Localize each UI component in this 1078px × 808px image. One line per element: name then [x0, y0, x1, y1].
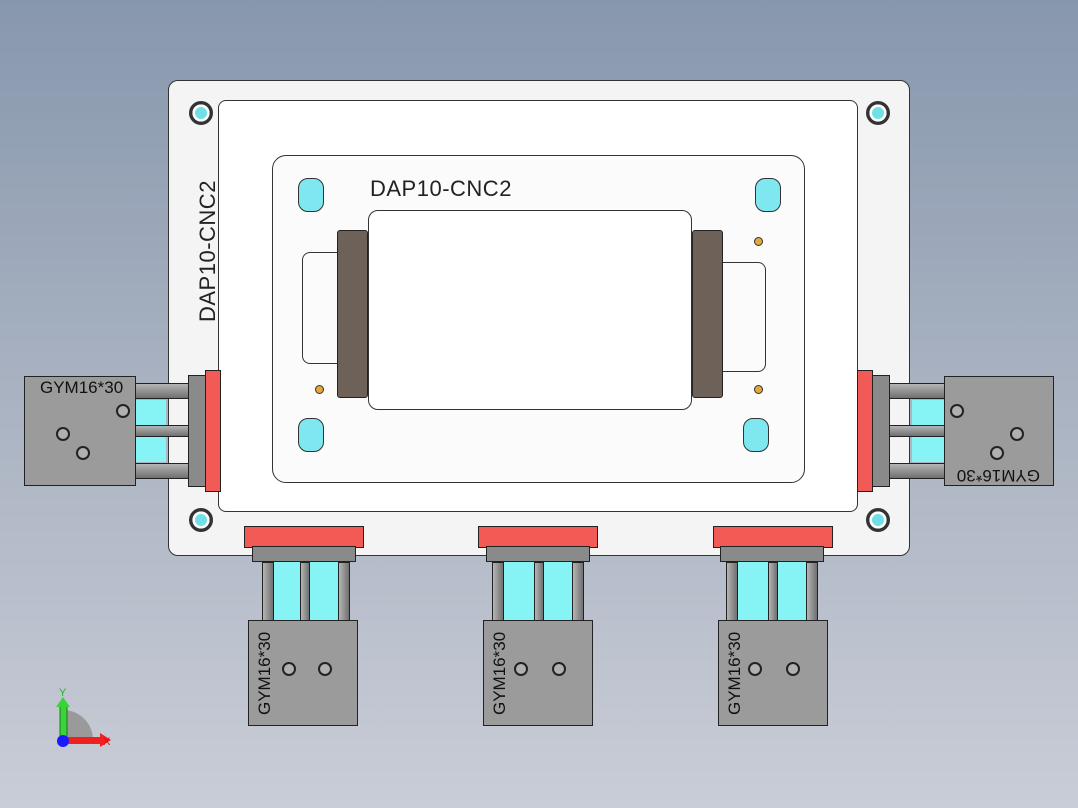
- screw-icon: [56, 427, 70, 441]
- bottom-cylinder-label: GYM16*30: [255, 631, 274, 715]
- y-axis-arrow: [59, 704, 68, 741]
- flange-plate: [857, 370, 873, 492]
- locating-pin-icon: [315, 385, 324, 394]
- bottom-cylinder-label: GYM16*30: [725, 631, 744, 715]
- x-axis-label: X: [103, 736, 111, 748]
- clamp-pad: [298, 418, 324, 452]
- left-pocket: [302, 252, 368, 364]
- screw-icon: [76, 446, 90, 460]
- left-cylinder-body: [24, 376, 136, 486]
- screw-icon: [950, 404, 964, 418]
- triad-quadrant: [63, 710, 93, 740]
- cylinder-flange: [188, 375, 206, 487]
- x-arrow-head-icon: [100, 733, 111, 747]
- flange-plate: [205, 370, 221, 492]
- screw-icon: [116, 404, 130, 418]
- y-arrow-head-icon: [56, 697, 70, 707]
- bottom-cylinder-label: GYM16*30: [490, 631, 509, 715]
- y-axis-label: Y: [59, 687, 67, 699]
- screw-icon: [990, 446, 1004, 460]
- corner-hole-icon: [189, 508, 213, 532]
- clamp-pad: [743, 418, 769, 452]
- locating-pin-icon: [754, 385, 763, 394]
- left-handle: [337, 230, 368, 398]
- locating-pin-icon: [754, 237, 763, 246]
- corner-hole-icon: [866, 101, 890, 125]
- corner-hole-icon: [866, 508, 890, 532]
- clamp-pad: [298, 178, 324, 212]
- axis-triad: Y X: [56, 687, 111, 748]
- workpiece-window: [368, 210, 692, 410]
- panel-label: DAP10-CNC2: [370, 176, 512, 201]
- cylinder-flange: [872, 375, 890, 487]
- screw-icon: [1010, 427, 1024, 441]
- right-cylinder-body: [944, 376, 1054, 486]
- right-cylinder-label: GYM16*30: [956, 466, 1040, 485]
- left-cylinder-label: GYM16*30: [40, 378, 124, 397]
- x-axis-arrow: [63, 737, 101, 744]
- plate-side-label: DAP10-CNC2: [195, 180, 220, 322]
- right-pocket: [692, 262, 766, 372]
- clamp-pad: [755, 178, 781, 212]
- z-axis-dot: [57, 735, 69, 747]
- right-handle: [692, 230, 723, 398]
- corner-hole-icon: [189, 101, 213, 125]
